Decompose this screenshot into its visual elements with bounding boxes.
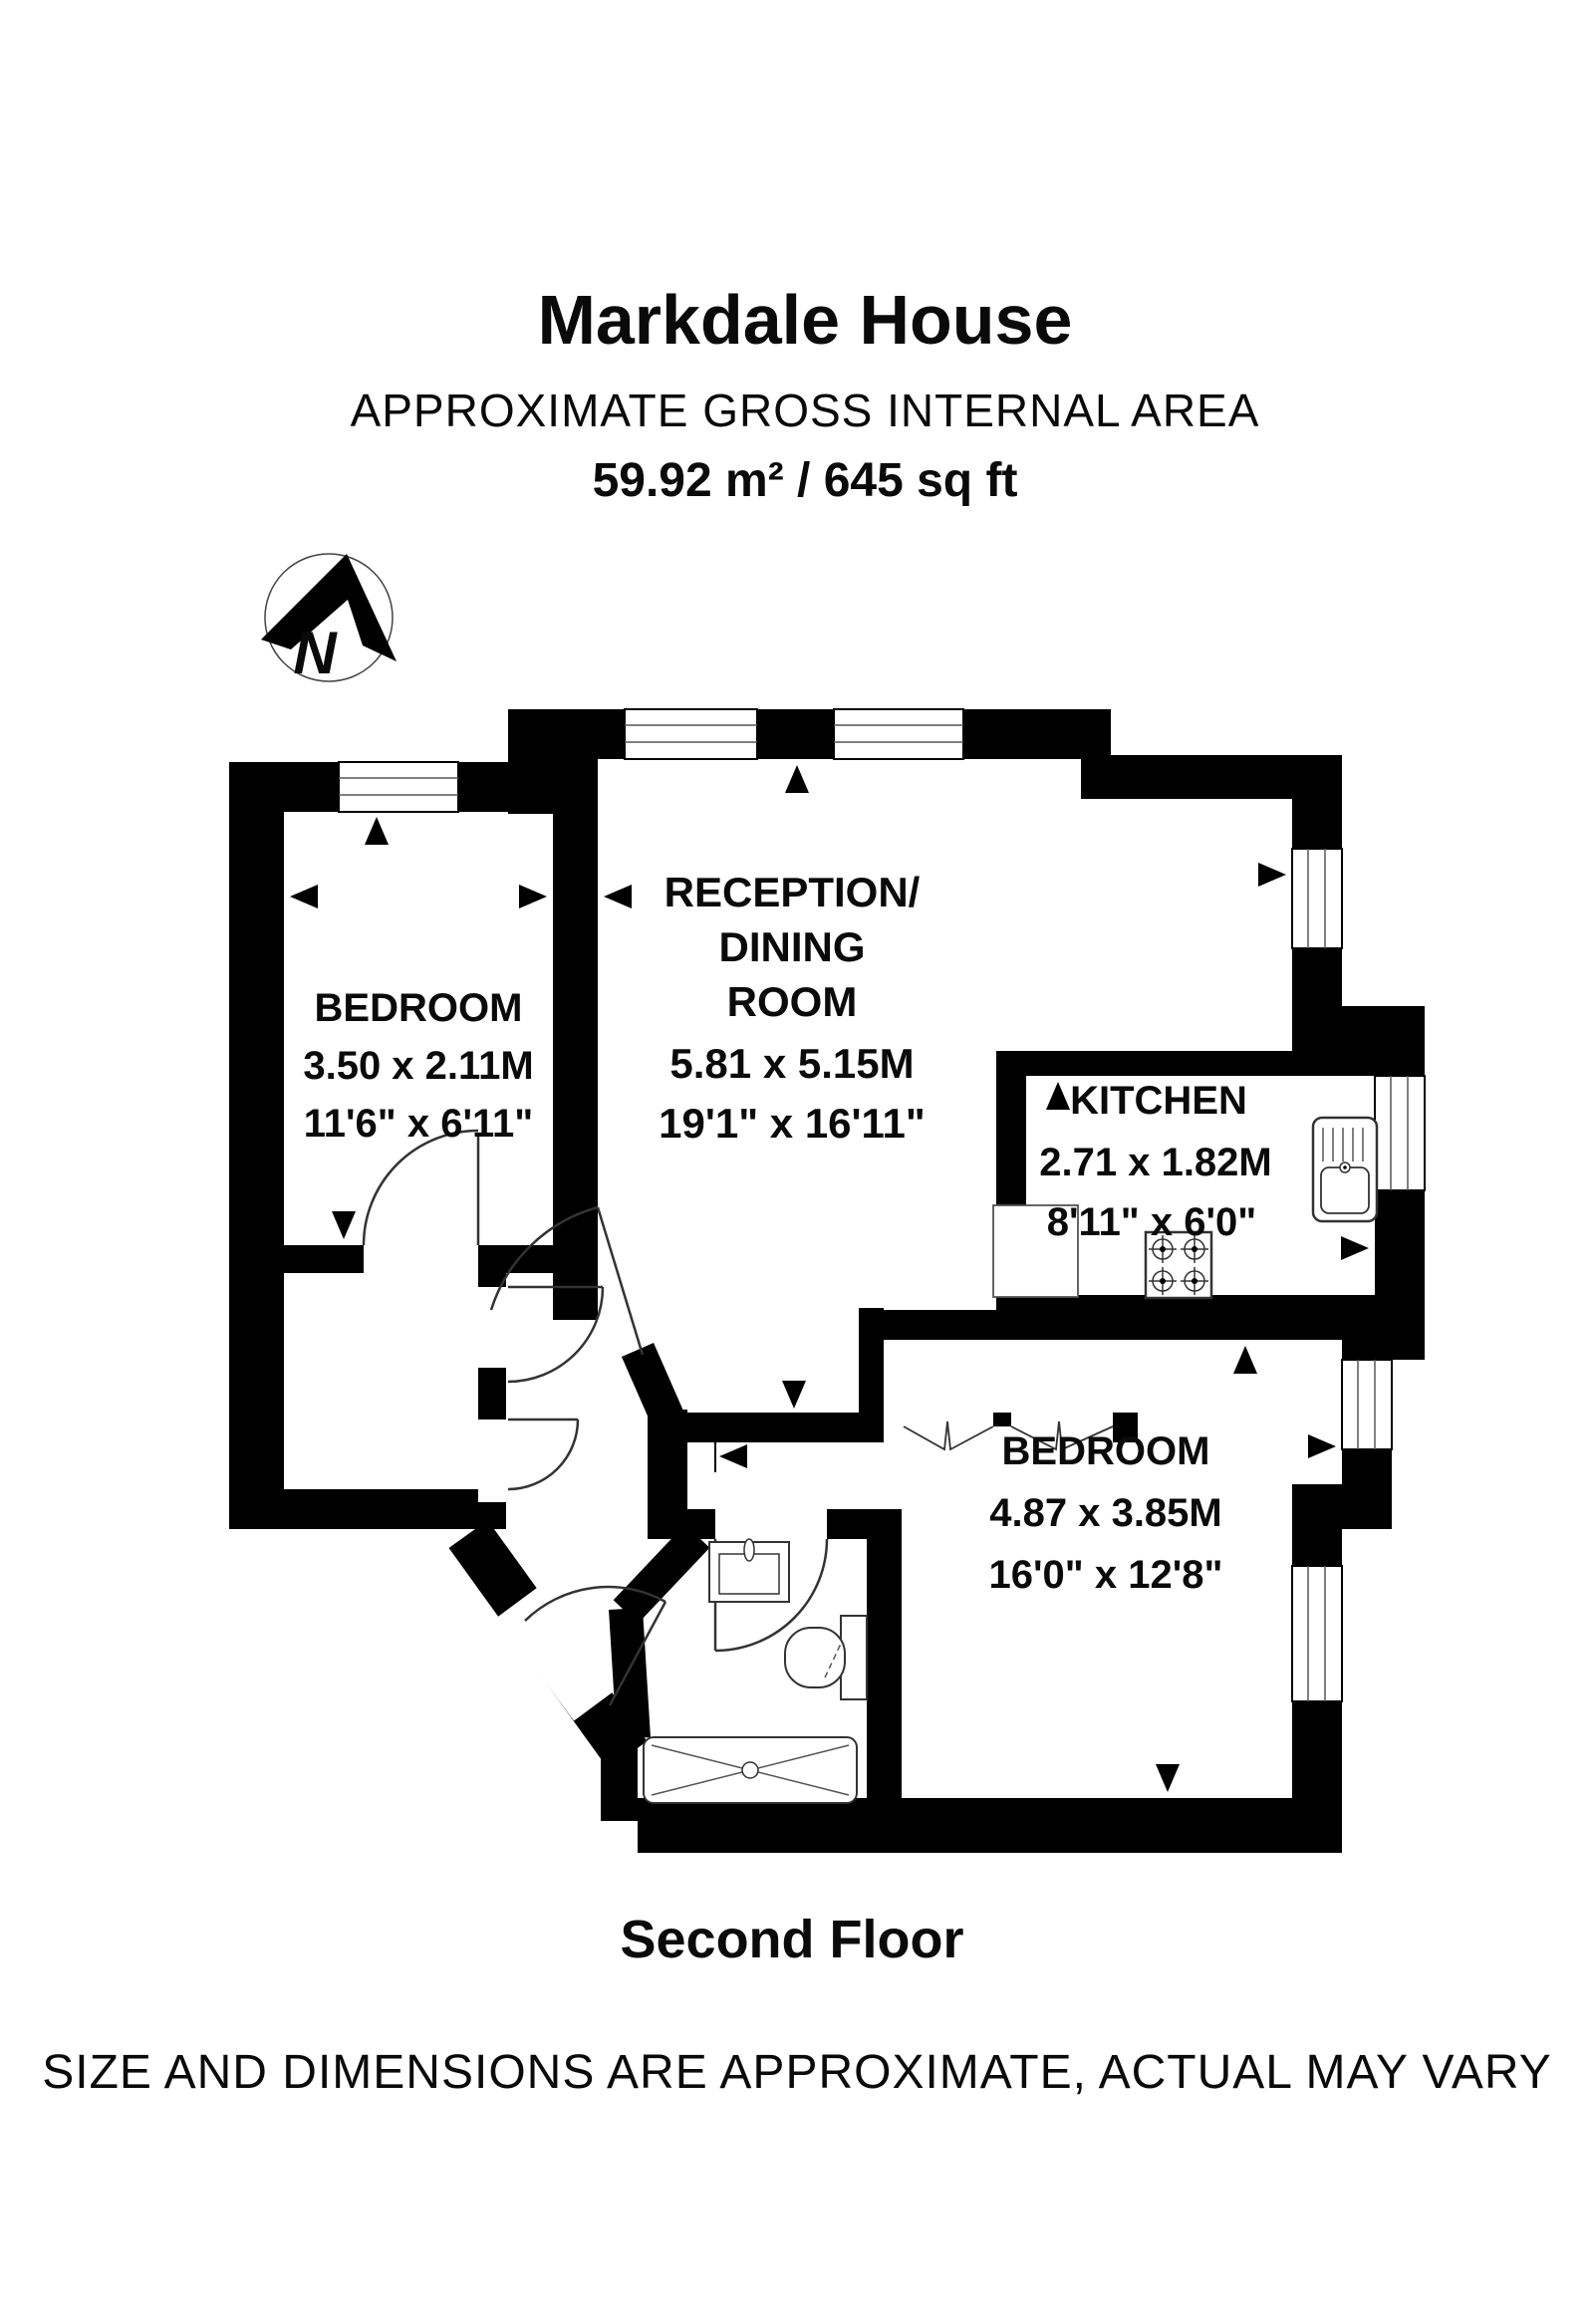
page-title: Markdale House — [538, 281, 1073, 359]
shower-tray — [643, 1736, 858, 1804]
wall — [229, 1489, 478, 1529]
dimension-arrows — [290, 765, 1369, 1792]
dimension-arrow — [290, 885, 318, 908]
toilet — [784, 1615, 868, 1700]
kitchen-sink — [1311, 1116, 1379, 1223]
wall — [553, 1245, 598, 1320]
wardrobe-stub — [1113, 1413, 1138, 1442]
window-bedroom2-upper — [1341, 1359, 1393, 1450]
dimension-arrow — [1156, 1764, 1180, 1792]
wardrobe-doors — [903, 1420, 1114, 1451]
room-dims-imperial-bedroom2: 16'0" x 12'8" — [989, 1553, 1223, 1597]
north-compass-icon: N — [261, 553, 397, 686]
room-dims-imperial-bedroom1: 11'6" x 6'11" — [304, 1102, 534, 1146]
wall — [996, 1051, 1026, 1205]
window-kitchen — [1374, 1075, 1426, 1191]
wall — [859, 1308, 884, 1424]
wall — [685, 1413, 884, 1442]
wall — [1292, 1006, 1425, 1076]
dimension-arrow — [519, 885, 547, 908]
dimension-arrow — [1341, 1236, 1369, 1260]
wall — [1292, 797, 1342, 849]
hob — [1144, 1230, 1213, 1300]
floor-label: Second Floor — [620, 1910, 963, 1969]
wall — [1292, 948, 1342, 1008]
compass-arrow-icon — [261, 554, 397, 661]
door-jamb — [478, 1368, 506, 1420]
window-bedroom2-lower — [1291, 1565, 1343, 1702]
door-closet-upper — [507, 1285, 605, 1384]
dimension-arrow — [1046, 1082, 1070, 1110]
room-label-bedroom2: BEDROOM — [1002, 1429, 1210, 1473]
wash-basin — [708, 1538, 790, 1603]
room-dims-metric-bedroom2: 4.87 x 3.85M — [989, 1491, 1222, 1535]
bathroom-diagonal-wall — [613, 1524, 710, 1624]
room-dims-metric-bedroom1: 3.50 x 2.11M — [303, 1044, 533, 1088]
window-reception-left — [624, 708, 758, 760]
window-reception-right — [833, 708, 964, 760]
room-label-reception-line2: DINING — [719, 923, 866, 970]
room-label-reception-line3: ROOM — [727, 978, 858, 1025]
wall — [1292, 1529, 1342, 1566]
door-entrance — [524, 1585, 667, 1706]
door-jamb — [478, 1502, 506, 1529]
room-dims-metric-reception: 5.81 x 5.15M — [669, 1040, 914, 1087]
gross-internal-area: 59.92 m² / 645 sq ft — [593, 454, 1018, 507]
room-dims-metric-kitchen: 2.71 x 1.82M — [1039, 1141, 1272, 1184]
room-label-reception-line1: RECEPTION/ — [664, 869, 921, 915]
wall — [229, 762, 284, 1529]
dimension-arrow — [719, 1444, 747, 1468]
wall — [963, 709, 1081, 759]
wall — [996, 1051, 1292, 1076]
dimension-arrow — [604, 885, 632, 908]
wall — [867, 1509, 902, 1798]
door-jamb — [478, 1273, 506, 1287]
wall — [1342, 1449, 1392, 1486]
door-reception — [489, 1205, 645, 1356]
entrance-opening — [497, 1586, 616, 1721]
windows — [338, 708, 1426, 1702]
dimension-arrow — [1258, 863, 1286, 887]
wall — [757, 709, 834, 759]
dimension-arrow — [785, 765, 809, 793]
wall — [229, 1245, 364, 1273]
dimension-arrow — [782, 1381, 806, 1409]
door-bedroom1 — [362, 1129, 480, 1246]
dimension-arrow — [1308, 1434, 1336, 1458]
room-label-kitchen: KITCHEN — [1070, 1079, 1247, 1123]
room-dims-imperial-kitchen: 8'11" x 6'0" — [1047, 1200, 1256, 1244]
wall — [1292, 1484, 1392, 1529]
room-label-bedroom1: BEDROOM — [315, 986, 523, 1030]
wall — [553, 762, 598, 1258]
room-dims-imperial-reception: 19'1" x 16'11" — [659, 1100, 926, 1147]
wall — [229, 762, 339, 812]
page-subtitle: APPROXIMATE GROSS INTERNAL AREA — [351, 385, 1260, 436]
dimension-arrow — [1233, 1346, 1257, 1374]
room-labels: BEDROOM 3.50 x 2.11M 11'6" x 6'11" RECEP… — [303, 869, 1271, 1597]
door-closet-lower — [507, 1418, 580, 1491]
wall — [1081, 755, 1342, 799]
compass-north-label: N — [293, 620, 338, 686]
disclaimer-text: SIZE AND DIMENSIONS ARE APPROXIMATE, ACT… — [42, 2046, 1551, 2099]
window-reception-east — [1291, 848, 1343, 949]
door-swings — [362, 1129, 829, 1706]
dimension-arrow — [365, 817, 389, 845]
dimension-arrow — [332, 1211, 356, 1239]
fixtures — [643, 1116, 1379, 1804]
wall — [996, 1295, 1425, 1330]
kitchen-counter — [992, 1204, 1079, 1298]
walls — [229, 709, 1425, 1853]
wall — [648, 1410, 687, 1539]
wall — [638, 1798, 1342, 1853]
window-bedroom1 — [338, 761, 459, 813]
wardrobe-stub — [993, 1413, 1011, 1426]
bathroom-west-wall — [609, 1607, 651, 1740]
wall — [543, 709, 625, 759]
